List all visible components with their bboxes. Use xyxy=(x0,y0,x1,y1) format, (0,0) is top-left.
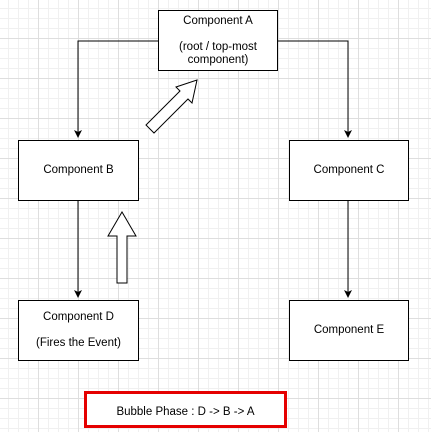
component-d-subtitle: (Fires the Event) xyxy=(36,337,121,349)
component-c-title: Component C xyxy=(313,164,385,176)
bubble-phase-label: Bubble Phase : D -> B -> A xyxy=(116,405,255,418)
component-a-subtitle: (root / top-most component) xyxy=(179,40,257,66)
bubble-arrow-diagonal-icon xyxy=(145,79,198,134)
component-a-node: Component A (root / top-most component) xyxy=(158,10,278,71)
component-e-node: Component E xyxy=(289,300,409,361)
component-b-title: Component B xyxy=(43,164,114,176)
connector-a-to-c xyxy=(278,40,352,138)
component-c-node: Component C xyxy=(289,140,409,201)
bubble-phase-label-box: Bubble Phase : D -> B -> A xyxy=(84,391,287,428)
component-d-title: Component D xyxy=(43,311,114,323)
bubble-arrow-up-icon xyxy=(107,211,137,284)
connector-a-to-b xyxy=(74,40,158,138)
component-b-node: Component B xyxy=(18,140,139,201)
component-d-node: Component D (Fires the Event) xyxy=(18,300,139,361)
component-e-title: Component E xyxy=(313,324,385,336)
component-a-title: Component A xyxy=(183,14,253,27)
